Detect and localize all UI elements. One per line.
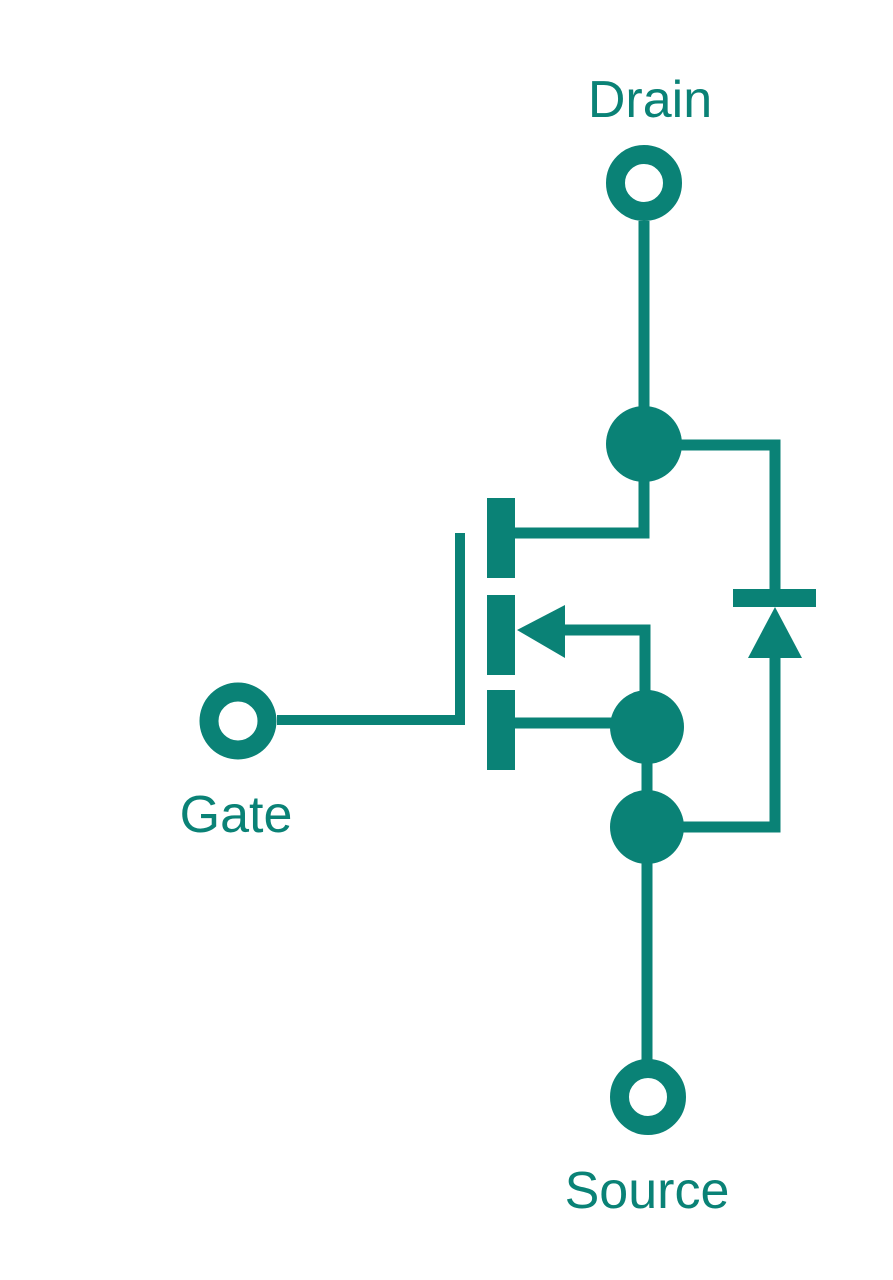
source-label: Source xyxy=(565,1162,730,1220)
diode-upper-wire xyxy=(644,439,781,592)
diode-cathode-bar xyxy=(733,589,816,607)
mosfet-gate-plate xyxy=(455,533,465,725)
drain-terminal-icon xyxy=(606,145,682,221)
gate-terminal-icon xyxy=(199,682,277,760)
diode-arrow-icon xyxy=(748,607,802,658)
source-terminal-icon xyxy=(610,1059,686,1135)
source-junction-dot-lower xyxy=(610,790,684,864)
diode-lower-wire xyxy=(647,650,781,833)
mosfet-drain-bar xyxy=(487,498,515,578)
mosfet-drain-lead xyxy=(510,460,650,539)
mosfet-body-bar xyxy=(487,595,515,675)
mosfet-source-bar xyxy=(487,690,515,770)
drain-label: Drain xyxy=(588,71,712,129)
gate-label: Gate xyxy=(180,786,293,844)
body-arrow-icon xyxy=(517,605,565,658)
